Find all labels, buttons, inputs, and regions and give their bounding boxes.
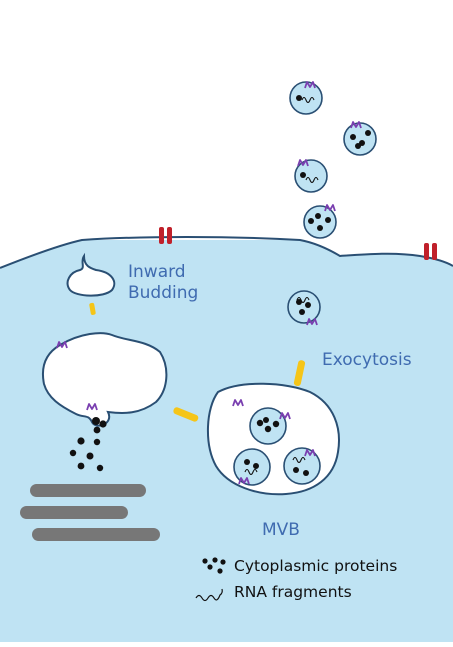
mvb-ilv-3 bbox=[283, 447, 321, 485]
legend-rna-label: RNA fragments bbox=[234, 583, 352, 601]
arrow-icon bbox=[293, 360, 306, 386]
protein-legend-icon bbox=[202, 557, 226, 574]
legend-proteins-label: Cytoplasmic proteins bbox=[234, 557, 398, 575]
exosome bbox=[289, 81, 323, 115]
plasma-membrane bbox=[0, 236, 453, 269]
intraluminal-vesicle bbox=[92, 417, 107, 434]
receptor-icon bbox=[159, 227, 172, 244]
inward-budding-vesicle bbox=[66, 252, 116, 297]
exosome bbox=[303, 204, 337, 239]
receptor-icon bbox=[424, 243, 437, 260]
exocytosis-label: Exocytosis bbox=[322, 350, 412, 370]
inward-budding-line2: Budding bbox=[128, 283, 199, 303]
mvb-label: MVB bbox=[262, 520, 300, 540]
mvb-ilv-1 bbox=[249, 407, 291, 445]
released-proteins bbox=[69, 437, 104, 472]
inward-budding-label: Inward Budding bbox=[128, 262, 198, 304]
early-endosome bbox=[42, 332, 168, 427]
golgi-apparatus bbox=[20, 484, 160, 541]
arrow-icon bbox=[173, 407, 199, 422]
inward-budding-line1: Inward bbox=[128, 262, 186, 282]
exosome bbox=[294, 159, 328, 193]
mvb-ilv-2 bbox=[233, 448, 271, 486]
docked-exosome bbox=[287, 290, 321, 326]
rna-legend-icon bbox=[195, 588, 223, 602]
arrow-icon bbox=[89, 302, 96, 315]
exosome bbox=[343, 121, 377, 156]
